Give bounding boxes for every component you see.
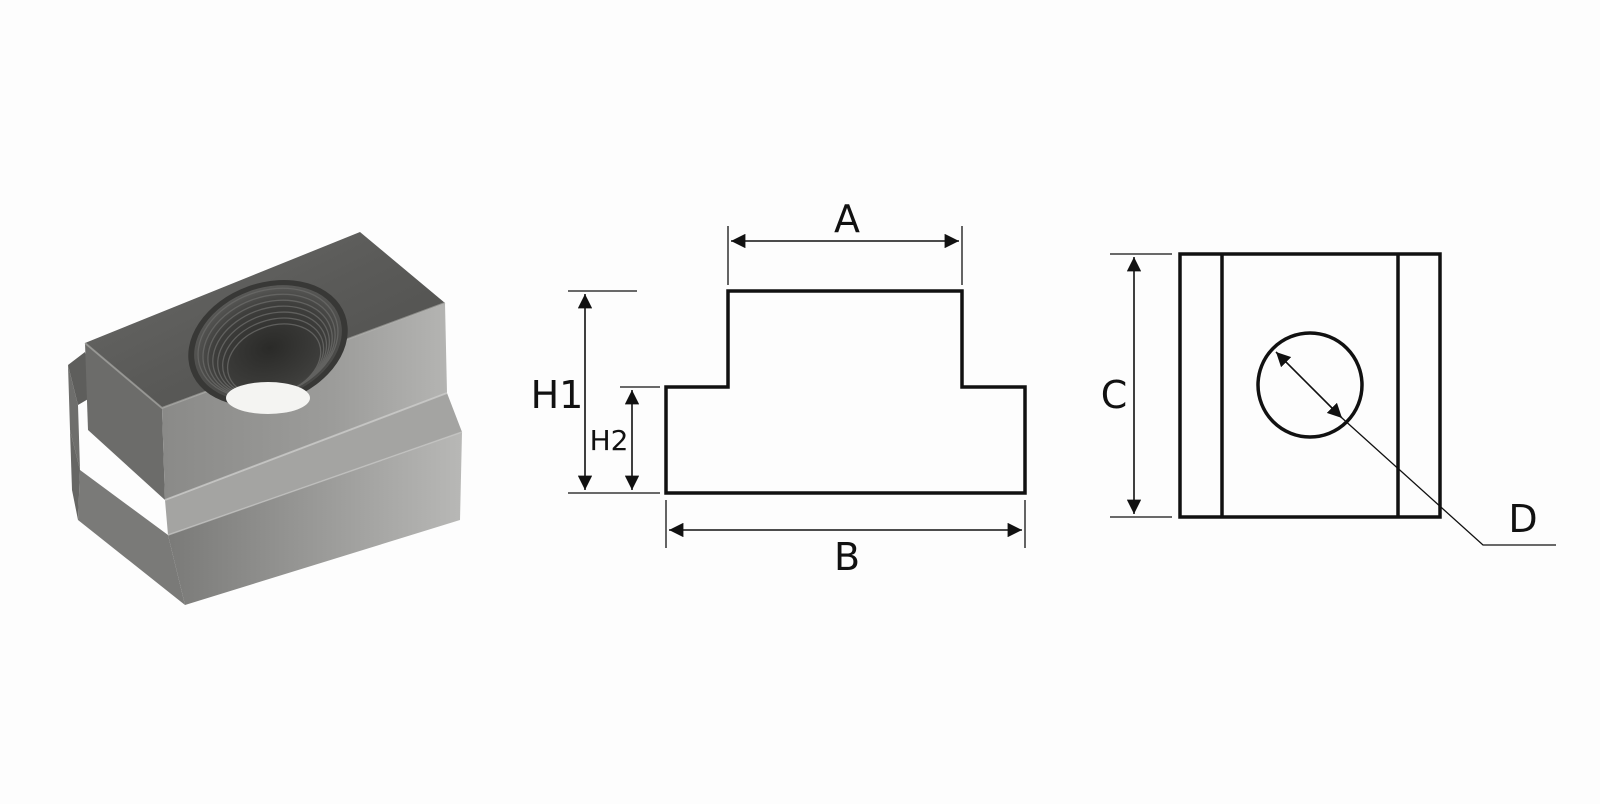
label-b: B (834, 535, 860, 579)
upper-front-face (85, 343, 165, 500)
top-view-drawing (1110, 252, 1556, 546)
t-slot-nut-photo (68, 232, 463, 605)
dim-line-d (1275, 351, 1343, 419)
lower-right-face (168, 432, 462, 605)
hole-circle (1256, 331, 1364, 439)
label-h2: H2 (590, 424, 629, 457)
leader-line-d (1341, 417, 1556, 546)
lower-left-face (78, 470, 185, 605)
label-h1: H1 (531, 373, 584, 417)
flange-left-face (68, 365, 80, 470)
front-view-drawing (568, 226, 1027, 548)
t-profile-outline (664, 289, 1027, 495)
label-d: D (1508, 497, 1537, 541)
lower-left-side (70, 430, 80, 520)
label-c: C (1101, 373, 1128, 417)
step-ledge (165, 393, 462, 535)
threaded-hole (188, 280, 348, 414)
top-view-outline (1178, 252, 1442, 519)
label-a: A (834, 197, 860, 241)
